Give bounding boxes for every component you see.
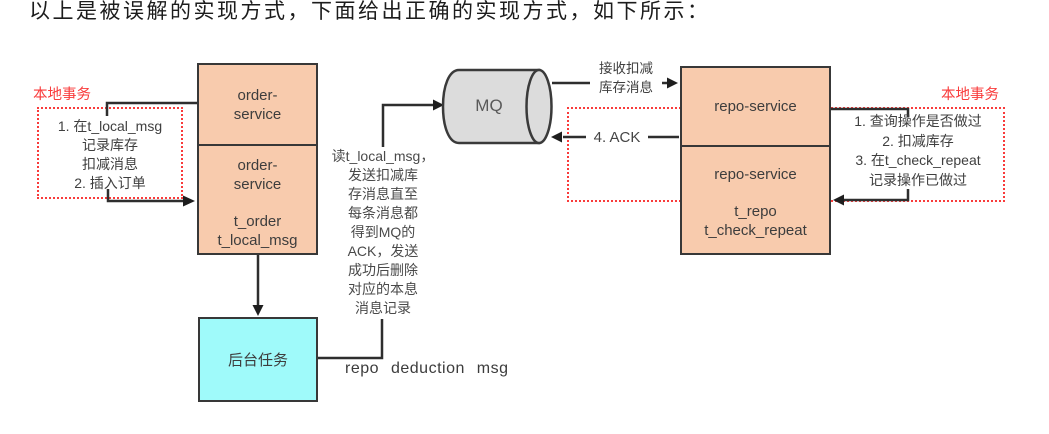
arrowhead-right-icon: [183, 195, 195, 207]
box-label-line: order-: [237, 157, 278, 174]
step-line: 记录库存: [82, 137, 138, 153]
note-line: 读t_local_msg，: [331, 148, 435, 164]
note-line: 每条消息都: [348, 205, 418, 221]
arrowhead-into-mq-icon: [433, 99, 444, 111]
right-local-transaction-label: 本地事务: [941, 87, 999, 103]
note-line: 发送扣减库: [348, 167, 418, 183]
box-label-line: order-: [237, 86, 278, 104]
left-local-transaction-region: 1. 在t_local_msg 记录库存 扣减消息 2. 插入订单: [37, 107, 183, 199]
order-tables: t_order t_local_msg: [199, 212, 316, 250]
order-service-db-box: order- service t_order t_local_msg: [197, 144, 318, 255]
arrowhead-into-repo-icon: [667, 77, 678, 89]
step-line: 3. 在t_check_repeat: [855, 152, 981, 168]
wire-note-to-mq: [381, 103, 434, 147]
ack-arrow-label: 4. ACK: [586, 127, 648, 148]
mq-cylinder-cap: [525, 68, 553, 145]
repo-tables: t_repo t_check_repeat: [682, 202, 829, 240]
table-name: t_repo: [734, 203, 777, 220]
box-label-line: repo-service: [714, 98, 797, 115]
order-service-box: order- service: [197, 63, 318, 146]
note-line: 成功后删除: [348, 262, 418, 278]
table-name: t_order: [233, 213, 282, 230]
repo-service-box: repo-service: [680, 66, 831, 147]
step-line: 记录操作已做过: [869, 171, 967, 188]
step-line: 1. 查询操作是否做过: [854, 113, 982, 129]
note-line: 对应的本息: [348, 281, 418, 297]
sender-note: 读t_local_msg， 发送扣减库 存消息直至 每条消息都 得到MQ的 AC…: [320, 147, 446, 318]
note-line: 得到MQ的: [350, 224, 416, 240]
arrow-label-line: 接收扣减: [599, 61, 653, 76]
repo-deduction-msg-label: repo deduction msg: [345, 360, 509, 377]
note-line: 消息记录: [355, 300, 411, 316]
box-label-line: service: [233, 105, 282, 123]
repo-service-db-box: repo-service t_repo t_check_repeat: [680, 145, 831, 255]
wire-task-to-note: [318, 319, 384, 360]
right-transaction-steps: 1. 查询操作是否做过 2. 扣减库存 3. 在t_check_repeat 记…: [836, 112, 1000, 190]
box-label-line: repo-service: [714, 166, 797, 183]
arrowhead-down-icon: [252, 305, 264, 316]
step-line: 2. 扣减库存: [882, 132, 954, 149]
table-name: t_local_msg: [217, 232, 298, 249]
receive-message-arrow-label: 接收扣减 库存消息: [590, 59, 662, 97]
note-line: ACK，发送: [347, 243, 419, 259]
box-label-line: service: [233, 176, 282, 193]
left-transaction-steps: 1. 在t_local_msg 记录库存 扣减消息 2. 插入订单: [39, 117, 181, 193]
background-task-box: 后台任务: [198, 317, 318, 402]
step-line: 扣减消息: [82, 156, 138, 172]
note-line: 存消息直至: [348, 186, 418, 202]
left-local-transaction-label: 本地事务: [33, 87, 91, 103]
box-label-line: 后台任务: [227, 352, 288, 369]
step-line: 1. 在t_local_msg: [57, 118, 163, 134]
step-line: 2. 插入订单: [74, 175, 146, 191]
arrowhead-ack-icon: [551, 131, 562, 143]
mq-label: MQ: [475, 96, 503, 115]
arrow-label-line: 库存消息: [599, 80, 653, 95]
page-title: 以上是被误解的实现方式，下面给出正确的实现方式，如下所示：: [29, 0, 711, 23]
table-name: t_check_repeat: [704, 222, 807, 239]
